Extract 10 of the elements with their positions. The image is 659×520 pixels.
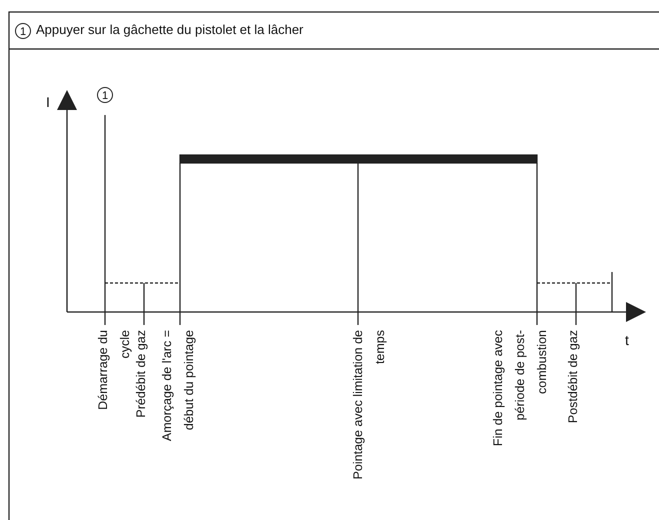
event-label: Prédébit de gaz: [133, 330, 149, 420]
event-label: Démarrage du cycle: [95, 330, 133, 412]
axis-label: t: [625, 332, 629, 348]
step-instruction: Appuyer sur la gâchette du pistolet et la lâcher: [36, 22, 304, 37]
step-number: 1: [97, 87, 113, 103]
event-label: Fin de pointage avec période de post- combustion: [490, 330, 550, 448]
event-label: Pointage avec limitation de temps: [350, 330, 388, 482]
event-label: Postdébit de gaz: [565, 330, 581, 426]
axis-label: I: [46, 94, 50, 110]
step-number: 1: [15, 23, 31, 39]
